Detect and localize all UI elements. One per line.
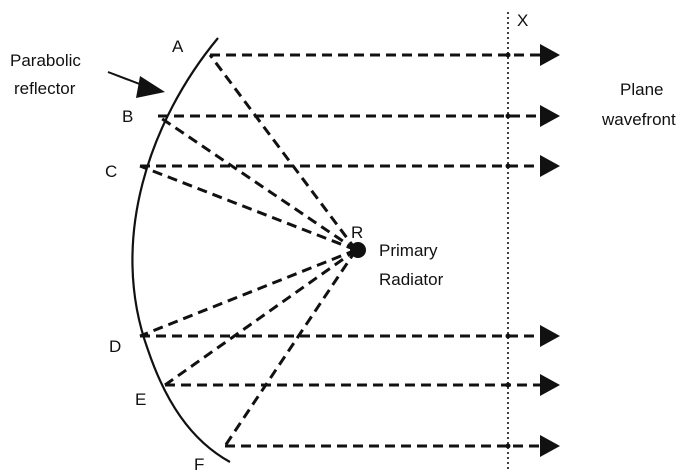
wavefront-dot-e [505, 382, 511, 388]
arrow-b [540, 105, 560, 127]
arrow-e [540, 374, 560, 396]
reflector-label-line1: Parabolic [10, 51, 81, 70]
ray-e-incident [164, 248, 357, 387]
primary-radiator-label-line2: Radiator [379, 270, 444, 289]
ray-c-incident [139, 164, 357, 252]
point-label-d: D [109, 337, 121, 356]
arrow-d [540, 325, 560, 347]
point-label-e: E [135, 390, 146, 409]
primary-radiator-dot [350, 242, 366, 258]
plane-wavefront-label-line2: wavefront [601, 110, 676, 129]
ray-d-incident [139, 248, 357, 338]
arrow-f [540, 435, 560, 457]
reflector-label-line2: reflector [14, 79, 76, 98]
wavefront-dot-d [505, 333, 511, 339]
arrow-a [540, 44, 560, 66]
wavefront-dot-c [505, 163, 511, 169]
wavefront-dot-b [505, 113, 511, 119]
plane-wavefront-label-line1: Plane [620, 80, 663, 99]
wavefront-dot-f [505, 443, 511, 449]
wavefront-dot-a [505, 52, 511, 58]
point-label-a: A [172, 37, 184, 56]
x-marker-label: X [517, 11, 528, 30]
ray-f-incident [223, 249, 358, 447]
arrow-c [540, 155, 560, 177]
point-label-c: C [105, 162, 117, 181]
primary-radiator-label-line1: Primary [379, 241, 438, 260]
reflector-pointer-arrowhead [136, 76, 165, 98]
point-label-f: F [194, 455, 204, 472]
point-label-b: B [122, 107, 133, 126]
ray-a-incident [208, 54, 358, 251]
ray-b-incident [157, 114, 357, 252]
r-marker-label: R [351, 223, 363, 242]
reflector-curve [131, 37, 231, 463]
